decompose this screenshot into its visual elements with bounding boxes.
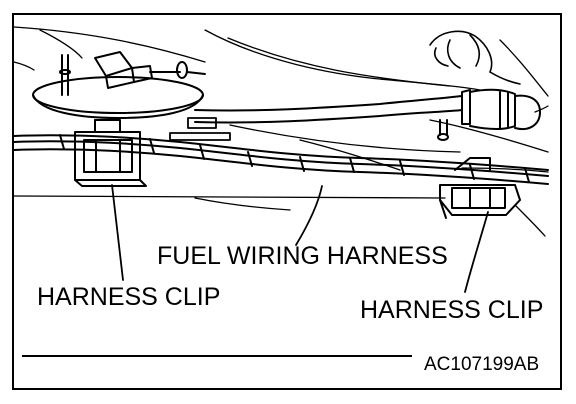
left-harness-clip <box>74 119 147 187</box>
leader-lines <box>111 184 489 293</box>
harness-clip-left-label: HARNESS CLIP <box>37 283 221 311</box>
fuel-wiring-harness-label: FUEL WIRING HARNESS <box>157 242 448 270</box>
connector-tab <box>169 117 231 141</box>
hand-drawing <box>429 30 521 85</box>
right-harness-clip <box>439 157 521 219</box>
harness-clip-right-label: HARNESS CLIP <box>360 296 544 324</box>
body-contours <box>13 26 549 237</box>
figure-code: AC107199AB <box>424 354 540 375</box>
bottom-rule <box>22 355 412 357</box>
fuel-hose <box>194 88 541 141</box>
pump-unit <box>32 51 206 119</box>
